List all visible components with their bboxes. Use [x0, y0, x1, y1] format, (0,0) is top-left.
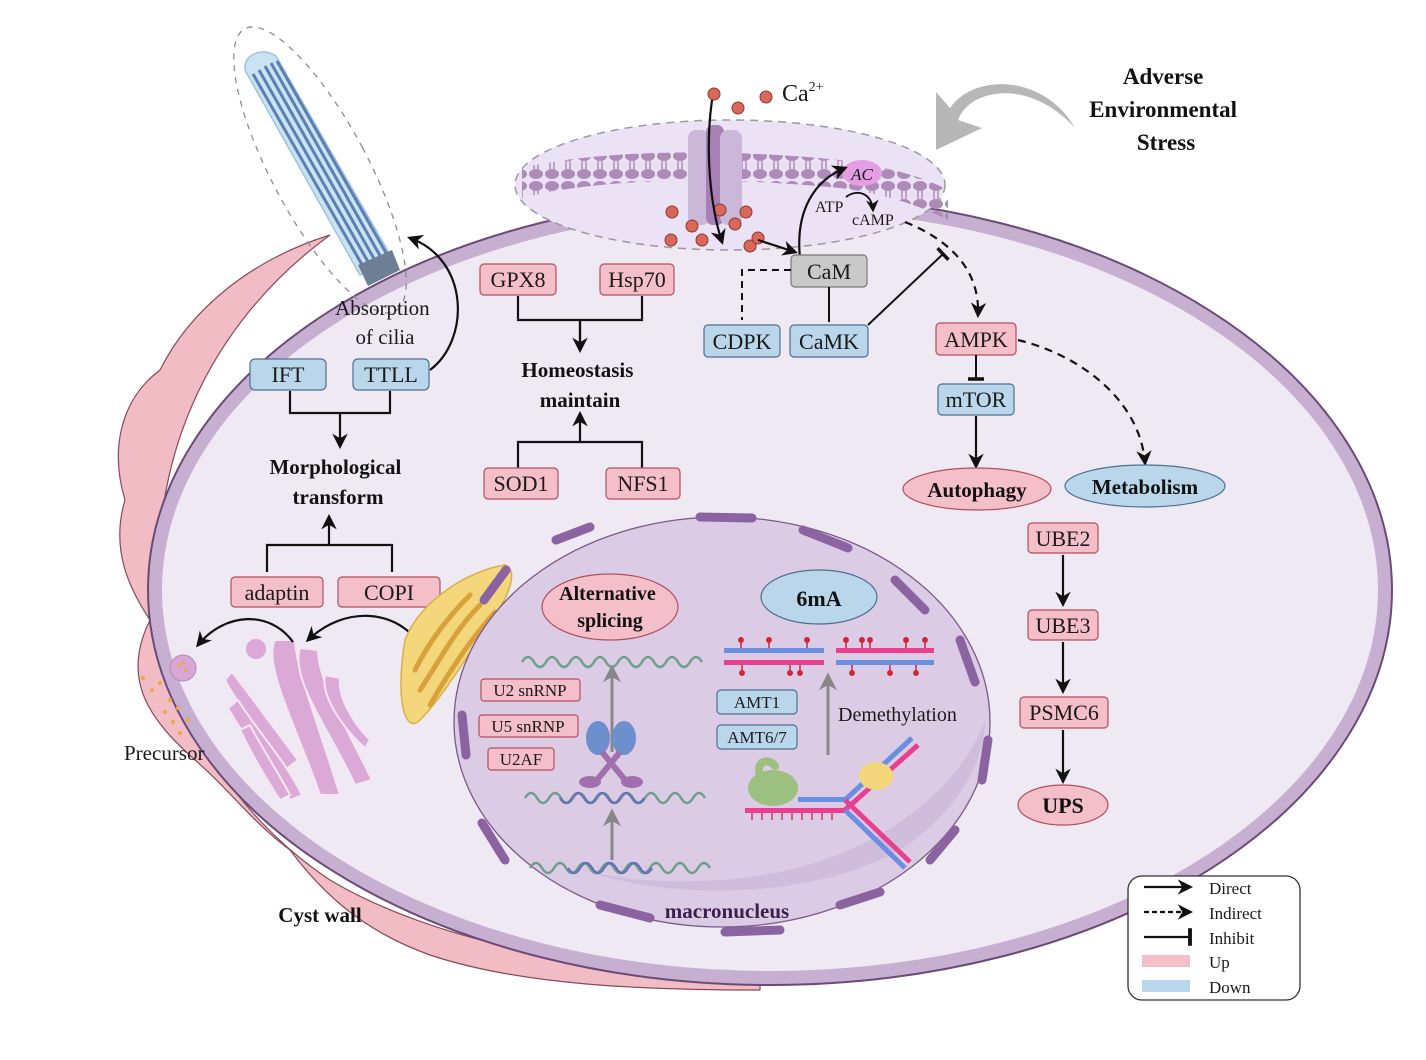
svg-text:AMT6/7: AMT6/7: [727, 728, 787, 747]
spliceosome: [579, 721, 643, 788]
svg-text:CaM: CaM: [807, 259, 851, 284]
demethylation-label: Demethylation: [838, 704, 957, 726]
svg-text:U2AF: U2AF: [500, 750, 543, 769]
camk-node[interactable]: CaMK: [789, 324, 869, 358]
dna-helix-bottom: [528, 861, 712, 875]
calcium-label: Ca2+: [782, 80, 824, 107]
svg-text:AMPK: AMPK: [944, 327, 1008, 352]
mtor-node[interactable]: mTOR: [937, 383, 1015, 416]
camk-inhibits-camp-link: [867, 246, 950, 326]
cilia-absorption-label: Absorption of cilia: [335, 296, 435, 349]
svg-text:Metabolism: Metabolism: [1092, 475, 1199, 499]
macronucleus-label: macronucleus: [665, 899, 789, 923]
autophagy-node[interactable]: Autophagy: [902, 467, 1052, 511]
calcium-ions-outside: [707, 87, 773, 115]
dna-helix-middle: [523, 791, 707, 805]
calcium-ions-inside: [664, 203, 765, 253]
cam-to-ac-arrow: [798, 165, 848, 259]
psmc6-node[interactable]: PSMC6: [1019, 696, 1109, 729]
calcium-influx-arrow: [707, 99, 726, 245]
svg-text:IFT: IFT: [272, 362, 306, 387]
ttll-node[interactable]: TTLL: [352, 358, 430, 391]
svg-text:6mA: 6mA: [796, 586, 841, 611]
legend-up-swatch: [1142, 955, 1190, 967]
svg-text:U5 snRNP: U5 snRNP: [491, 717, 564, 736]
6ma-node[interactable]: 6mA: [760, 569, 878, 625]
legend-direct-label: Direct: [1209, 879, 1252, 898]
svg-text:UBE2: UBE2: [1036, 526, 1091, 551]
ube2-node[interactable]: UBE2: [1027, 522, 1099, 554]
legend-up-label: Up: [1209, 953, 1230, 972]
legend-inhibit-label: Inhibit: [1209, 929, 1255, 948]
legend-down-swatch: [1142, 980, 1190, 992]
u5-snrnp-node[interactable]: U5 snRNP: [478, 714, 579, 738]
golgi-apparatus: [223, 637, 374, 802]
copi-node[interactable]: COPI: [337, 576, 441, 608]
legend-down-label: Down: [1209, 978, 1251, 997]
amt67-node[interactable]: AMT6/7: [716, 724, 798, 750]
svg-text:UBE3: UBE3: [1036, 613, 1091, 638]
stress-title: Adverse Environmental Stress: [1089, 64, 1243, 155]
ion-channel: [688, 125, 742, 225]
sod1-node[interactable]: SOD1: [483, 467, 559, 500]
cam-node[interactable]: CaM: [790, 254, 868, 288]
atp-label: ATP: [815, 199, 844, 216]
svg-text:SOD1: SOD1: [493, 471, 548, 496]
svg-text:Autophagy: Autophagy: [927, 478, 1027, 502]
svg-text:CDPK: CDPK: [713, 329, 772, 354]
u2-snrnp-node[interactable]: U2 snRNP: [480, 678, 581, 702]
ampk-node[interactable]: AMPK: [935, 322, 1017, 356]
ttll-to-cilia-arrow: [407, 235, 459, 371]
svg-text:mTOR: mTOR: [946, 387, 1007, 412]
svg-text:NFS1: NFS1: [617, 471, 668, 496]
svg-text:CaMK: CaMK: [799, 329, 859, 354]
adaptin-node[interactable]: adaptin: [230, 576, 324, 608]
camp-to-ampk-arrow: [904, 220, 987, 319]
alternative-splicing-node[interactable]: Alternative splicing: [541, 573, 679, 641]
gpx8-node[interactable]: GPX8: [479, 263, 557, 296]
amt1-node[interactable]: AMT1: [716, 689, 798, 715]
legend-indirect-label: Indirect: [1209, 904, 1262, 923]
svg-text:AMT1: AMT1: [734, 693, 780, 712]
cilium: [233, 26, 407, 314]
hsp70-node[interactable]: Hsp70: [599, 263, 675, 296]
svg-text:UPS: UPS: [1042, 793, 1084, 818]
secretory-vesicle: [169, 654, 197, 682]
homeostasis-title: Homeostasis maintain: [521, 358, 638, 412]
ube3-node[interactable]: UBE3: [1027, 609, 1099, 641]
svg-text:PSMC6: PSMC6: [1029, 700, 1099, 725]
legend: Direct Indirect Inhibit Up Down: [1127, 875, 1301, 1001]
metabolism-node[interactable]: Metabolism: [1064, 464, 1226, 508]
ift-node[interactable]: IFT: [249, 358, 327, 391]
ac-enzyme: [842, 160, 882, 186]
golgi-to-vesicle-arrow: [196, 618, 294, 648]
svg-text:COPI: COPI: [364, 580, 414, 605]
ac-label: AC: [850, 165, 873, 184]
cyst-wall-label: Cyst wall: [278, 903, 362, 927]
stress-arrow: [936, 84, 1075, 150]
atp-to-camp-arrow: [845, 192, 879, 213]
morphology-title: Morphological transform: [269, 455, 406, 509]
svg-text:adaptin: adaptin: [245, 580, 310, 605]
replication-fork: [745, 736, 920, 870]
svg-text:U2 snRNP: U2 snRNP: [493, 681, 566, 700]
precursor-granules: [141, 676, 190, 735]
nfs1-node[interactable]: NFS1: [605, 467, 681, 500]
camp-label: cAMP: [852, 212, 894, 229]
calcium-to-cam-arrow: [757, 238, 798, 256]
methylated-dna-strands: [724, 637, 934, 676]
nuclear-pores: [457, 512, 993, 937]
svg-text:Alternative splicing: Alternative splicing: [559, 583, 661, 632]
ups-node[interactable]: UPS: [1017, 784, 1109, 826]
svg-text:GPX8: GPX8: [490, 267, 545, 292]
cam-cdpk-dashed-link: [741, 269, 791, 320]
cdpk-node[interactable]: CDPK: [703, 324, 781, 358]
precursor-label: Precursor: [124, 741, 204, 765]
svg-text:Hsp70: Hsp70: [608, 267, 665, 292]
macronucleus-inner-shade: [560, 720, 985, 891]
u2af-node[interactable]: U2AF: [487, 747, 555, 771]
svg-text:TTLL: TTLL: [364, 362, 418, 387]
